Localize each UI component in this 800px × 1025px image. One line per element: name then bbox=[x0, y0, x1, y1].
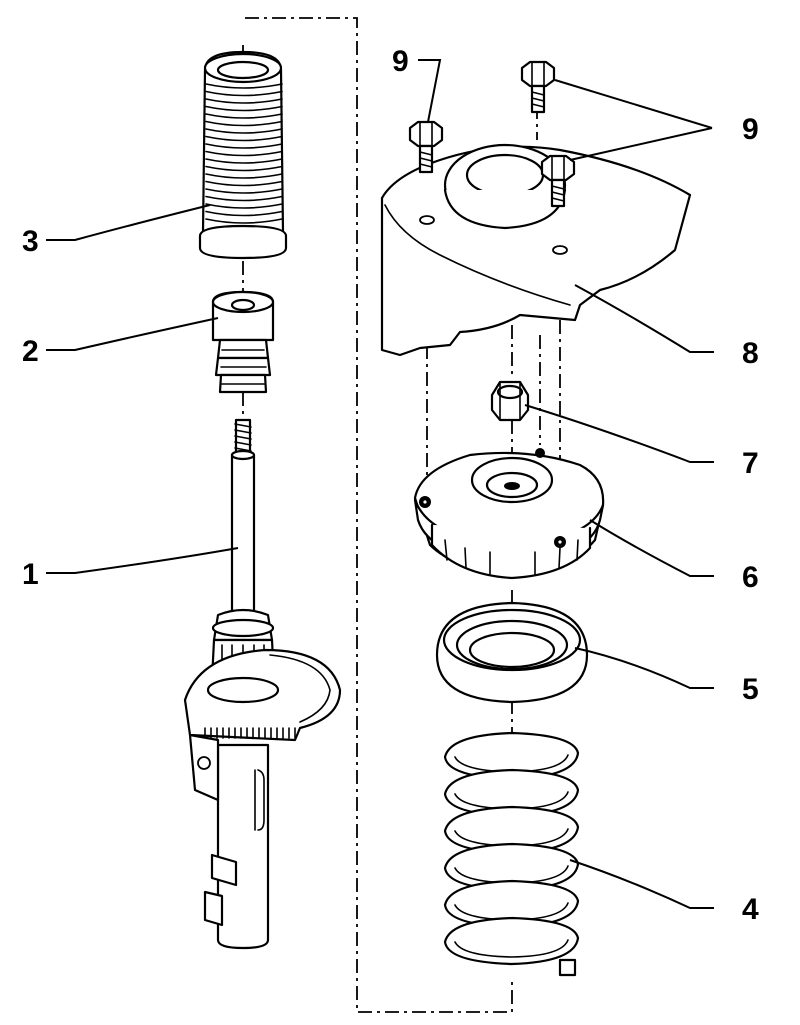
assembly-frame bbox=[245, 17, 513, 1013]
callout-3: 3 bbox=[22, 225, 39, 258]
callout-5: 5 bbox=[742, 673, 759, 706]
shock-absorber bbox=[183, 418, 342, 950]
callout-9-right: 9 bbox=[742, 113, 759, 146]
callout-1: 1 bbox=[22, 558, 39, 591]
protective-boot bbox=[198, 50, 288, 260]
callout-8: 8 bbox=[742, 337, 759, 370]
bump-stop bbox=[211, 290, 275, 394]
upper-spring-seat bbox=[435, 601, 589, 704]
bolt-rear bbox=[520, 60, 556, 114]
callout-6: 6 bbox=[742, 561, 759, 594]
callout-9-left: 9 bbox=[392, 45, 409, 78]
leader-lines bbox=[46, 59, 714, 909]
strut-mount bbox=[413, 448, 605, 580]
body-mounting-plate bbox=[380, 143, 692, 357]
bolt-left bbox=[408, 120, 444, 174]
callout-labels: 1 2 3 4 5 6 7 8 9 9 bbox=[22, 45, 759, 926]
nut bbox=[490, 380, 530, 422]
bolt-right bbox=[540, 154, 576, 208]
callout-2: 2 bbox=[22, 335, 39, 368]
callout-7: 7 bbox=[742, 447, 759, 480]
callout-4: 4 bbox=[742, 893, 759, 926]
coil-spring bbox=[443, 731, 580, 977]
